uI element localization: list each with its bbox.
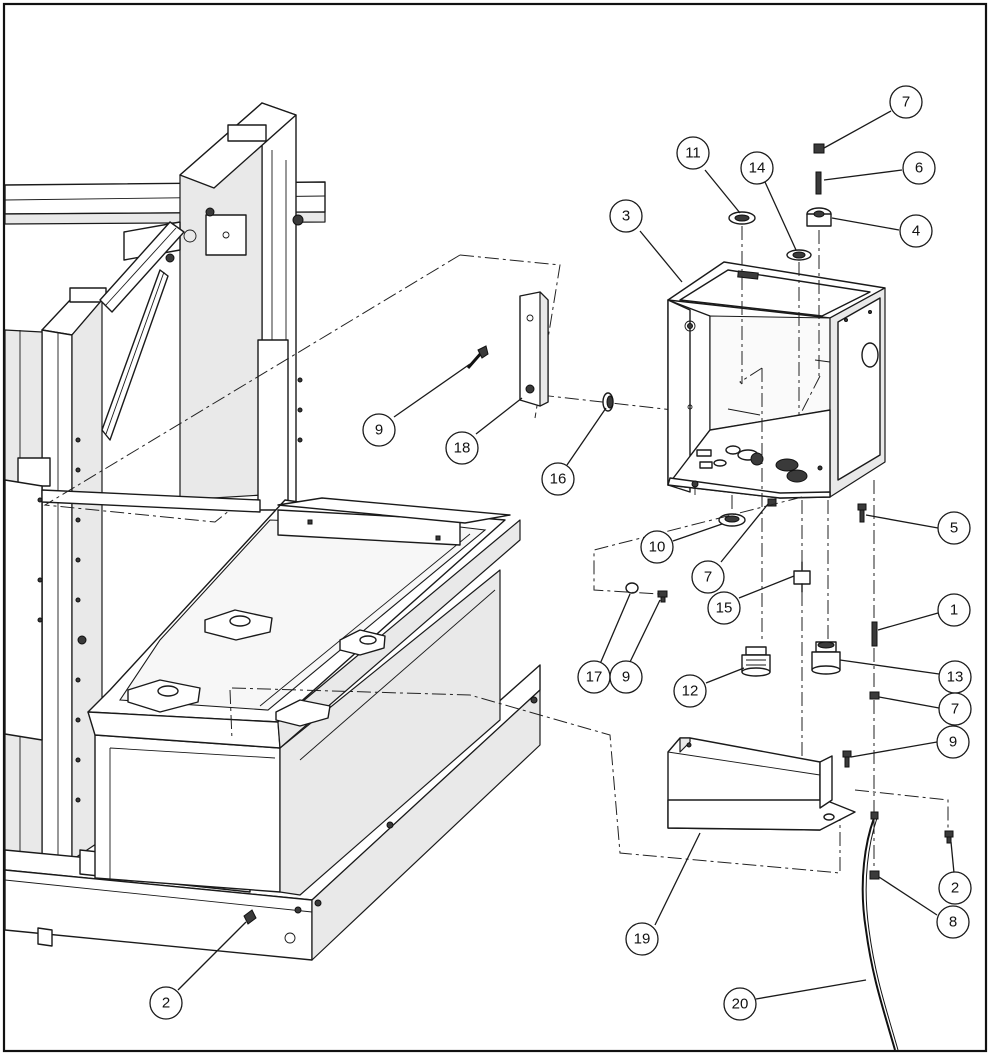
svg-text:18: 18 xyxy=(454,440,471,457)
part-19-mounting-bracket xyxy=(667,737,856,831)
part-6-stud xyxy=(815,171,822,195)
part-7-nut-mid xyxy=(767,498,777,507)
part-15-standoff xyxy=(793,561,811,593)
callout-17: 17 xyxy=(577,660,611,694)
part-18-bracket xyxy=(519,291,549,407)
part-2-screw-right xyxy=(944,830,954,844)
part-13-cord-grip xyxy=(811,641,841,675)
callout-14: 14 xyxy=(740,151,774,185)
svg-text:15: 15 xyxy=(716,600,733,617)
callout-10: 10 xyxy=(640,530,674,564)
svg-text:12: 12 xyxy=(682,683,699,700)
svg-text:17: 17 xyxy=(586,669,603,686)
svg-text:9: 9 xyxy=(375,422,383,439)
callout-12: 12 xyxy=(673,674,707,708)
part-10-bushing xyxy=(718,513,746,527)
callout-leaders xyxy=(177,110,955,1000)
part-7-nut-top xyxy=(813,143,825,154)
svg-text:1: 1 xyxy=(950,602,958,619)
svg-text:2: 2 xyxy=(162,995,170,1012)
callout-4: 4 xyxy=(899,214,933,248)
svg-text:14: 14 xyxy=(749,160,766,177)
svg-text:19: 19 xyxy=(634,931,651,948)
svg-text:11: 11 xyxy=(685,145,701,162)
svg-text:13: 13 xyxy=(947,669,964,686)
part-11-locknut xyxy=(728,211,756,225)
part-4-cord-grip xyxy=(806,207,832,227)
callout-2-left: 2 xyxy=(149,986,183,1020)
part-20-ground-wire xyxy=(861,811,899,1051)
callout-8: 8 xyxy=(936,905,970,939)
callout-2-right: 2 xyxy=(938,871,972,905)
svg-text:6: 6 xyxy=(915,160,923,177)
svg-text:4: 4 xyxy=(912,223,920,240)
callout-20: 20 xyxy=(723,987,757,1021)
callout-9-low: 9 xyxy=(936,725,970,759)
part-17-washer xyxy=(625,582,639,594)
callout-7-top: 7 xyxy=(889,85,923,119)
part-7-nut-low xyxy=(869,691,880,700)
part-9-screw-low xyxy=(842,750,852,768)
svg-text:9: 9 xyxy=(622,669,630,686)
upright-holes xyxy=(37,377,303,803)
part-9-screw-upper xyxy=(466,345,489,369)
main-frame xyxy=(4,102,326,861)
part-2-bolt-left xyxy=(243,909,257,925)
part-14-locknut xyxy=(786,249,812,261)
part-8-nut xyxy=(869,870,880,880)
svg-text:16: 16 xyxy=(550,471,567,488)
callout-6: 6 xyxy=(902,151,936,185)
callout-9-mid: 9 xyxy=(609,660,643,694)
part-12-cord-grip xyxy=(741,646,771,677)
callout-7-mid: 7 xyxy=(691,560,725,594)
base-tray xyxy=(4,497,541,961)
svg-text:9: 9 xyxy=(949,734,957,751)
svg-text:10: 10 xyxy=(649,539,666,556)
callout-15: 15 xyxy=(707,591,741,625)
callout-bubbles: 7 11 14 6 3 4 9 18 16 5 10 7 15 1 17 9 1… xyxy=(149,85,972,1021)
part-1-stud xyxy=(871,621,878,647)
hold-down-lugs xyxy=(127,609,386,727)
svg-text:2: 2 xyxy=(951,880,959,897)
callout-3: 3 xyxy=(609,199,643,233)
callout-13: 13 xyxy=(938,660,972,694)
assembly-guide-lines-right xyxy=(593,226,949,870)
callout-16: 16 xyxy=(541,462,575,496)
callout-19: 19 xyxy=(625,922,659,956)
part-5-screw xyxy=(857,503,867,523)
callout-18: 18 xyxy=(445,431,479,465)
svg-text:7: 7 xyxy=(902,94,910,111)
svg-text:3: 3 xyxy=(622,208,630,225)
callout-1: 1 xyxy=(937,593,971,627)
svg-text:20: 20 xyxy=(732,996,749,1013)
svg-text:7: 7 xyxy=(951,701,959,718)
part-16-grommet xyxy=(602,392,614,412)
callout-11: 11 xyxy=(676,136,710,170)
part-3-enclosure xyxy=(667,261,886,499)
svg-text:5: 5 xyxy=(950,520,958,537)
callout-5: 5 xyxy=(937,511,971,545)
svg-text:7: 7 xyxy=(704,569,712,586)
callout-7-low: 7 xyxy=(938,692,972,726)
svg-text:8: 8 xyxy=(949,914,957,931)
callout-9-upper: 9 xyxy=(362,413,396,447)
